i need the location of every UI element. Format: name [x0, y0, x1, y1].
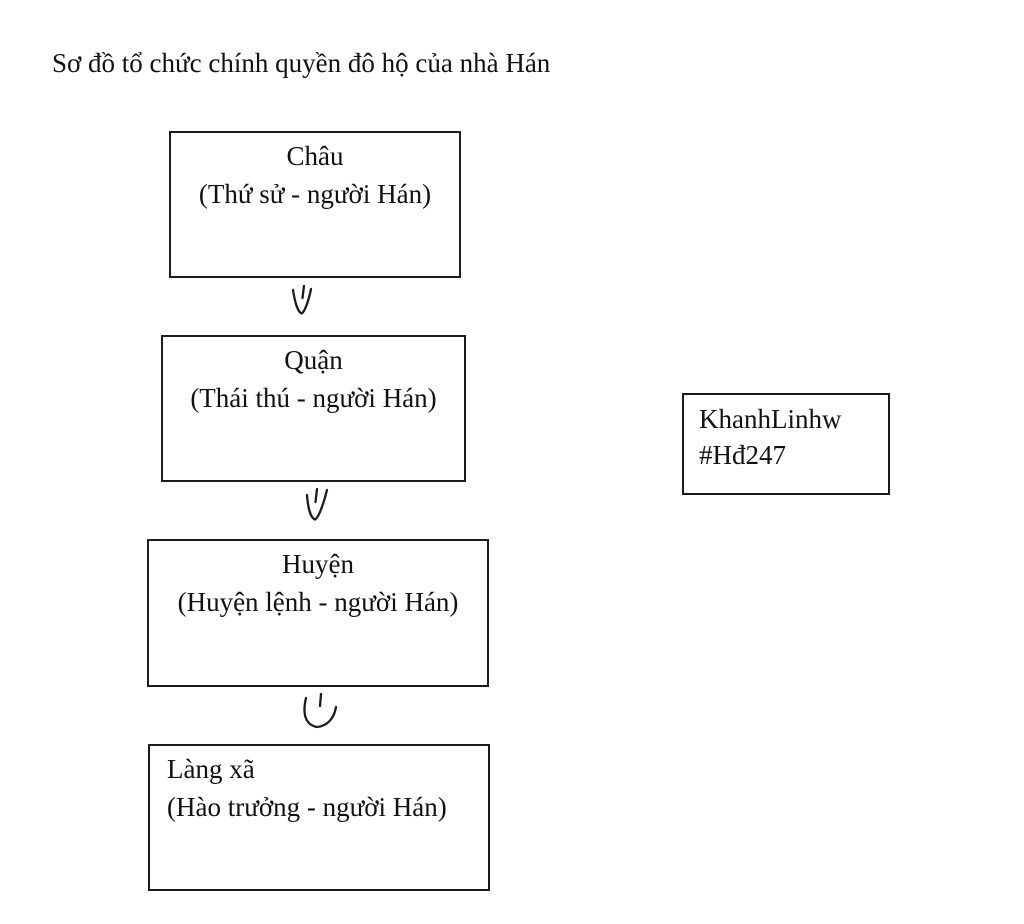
node-level-name: Huyện [282, 549, 354, 579]
flow-arrow-2 [298, 487, 330, 525]
down-arrow-icon [291, 285, 313, 315]
node-quan: Quận (Thái thú - người Hán) [161, 335, 466, 482]
node-chau: Châu (Thứ sử - người Hán) [169, 131, 461, 278]
flow-arrow-1 [286, 285, 316, 317]
node-level-name: Quận [284, 345, 343, 375]
node-level-name: Châu [286, 141, 344, 171]
watermark-author: KhanhLinhw [699, 404, 842, 434]
node-level-detail: (Thái thú - người Hán) [190, 383, 437, 413]
watermark-tag: #Hđ247 [699, 440, 786, 470]
down-arrow-icon [305, 487, 329, 521]
down-arrow-icon [303, 693, 338, 729]
node-level-name: Làng xã [167, 754, 255, 784]
node-level-detail: (Hào trưởng - người Hán) [167, 792, 447, 822]
node-level-detail: (Thứ sử - người Hán) [198, 179, 432, 209]
diagram-title: Sơ đồ tổ chức chính quyền đô hộ của nhà … [52, 48, 551, 78]
node-huyen: Huyện (Huyện lệnh - người Hán) [147, 539, 489, 687]
watermark-box: KhanhLinhw #Hđ247 [682, 393, 890, 495]
node-level-detail: (Huyện lệnh - người Hán) [177, 587, 459, 617]
flow-arrow-3 [297, 693, 341, 733]
node-langxa: Làng xã (Hào trưởng - người Hán) [148, 744, 490, 891]
